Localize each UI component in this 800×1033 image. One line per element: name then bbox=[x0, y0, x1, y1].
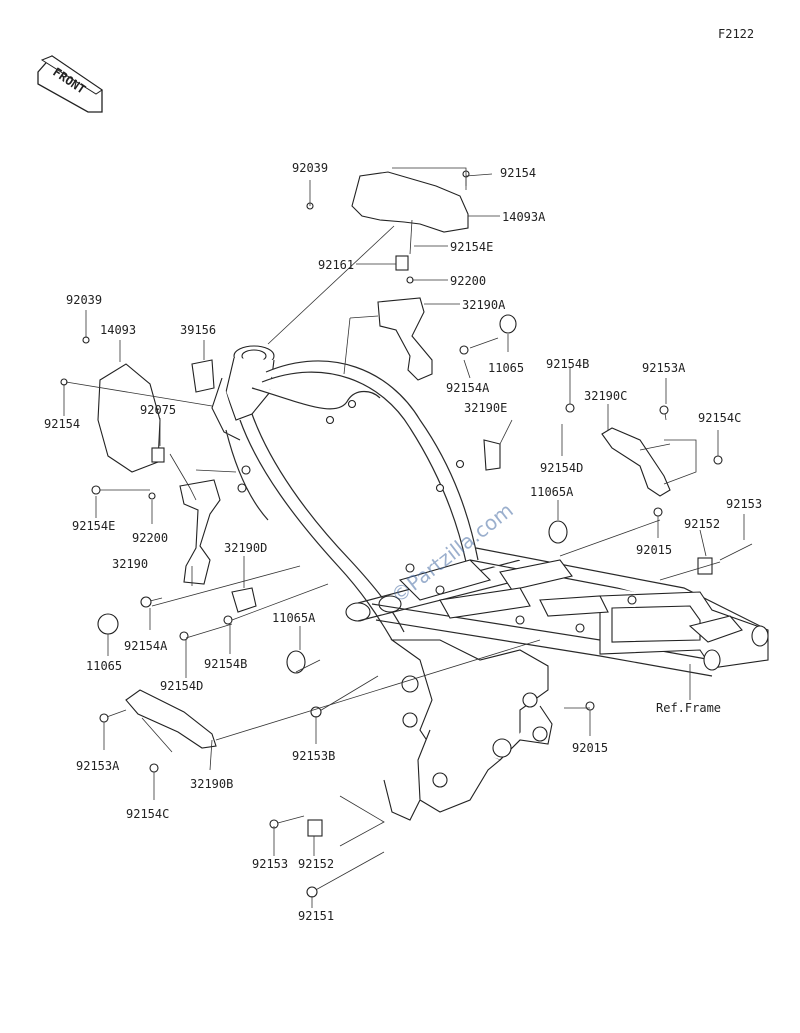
callout-92154e-left: 92154E bbox=[72, 519, 115, 533]
callout-32190d: 32190D bbox=[224, 541, 267, 555]
callout-92154d-top: 92154D bbox=[540, 461, 583, 475]
callout-92151: 92151 bbox=[298, 909, 334, 923]
callout-92153a-left: 92153A bbox=[76, 759, 120, 773]
callout-92152-lower: 92152 bbox=[298, 857, 334, 871]
callout-92154-top: 92154 bbox=[500, 166, 536, 180]
callout-11065-top: 11065 bbox=[488, 361, 524, 375]
callout-92152-right: 92152 bbox=[684, 517, 720, 531]
diagram-id: F2122 bbox=[718, 27, 754, 41]
callout-92015-lower: 92015 bbox=[572, 741, 608, 755]
callout-92154d-left: 92154D bbox=[160, 679, 203, 693]
bracket-32190d bbox=[231, 587, 257, 613]
callout-92200-left: 92200 bbox=[132, 531, 168, 545]
bracket-32190e bbox=[483, 439, 501, 471]
front-direction-arrow: FRONT bbox=[37, 55, 103, 113]
pad-39156 bbox=[191, 359, 215, 393]
cover-14093 bbox=[97, 363, 161, 473]
callout-92154b-left: 92154B bbox=[204, 657, 247, 671]
callout-92154a-top: 92154A bbox=[446, 381, 490, 395]
callout-11065a-top: 11065A bbox=[530, 485, 574, 499]
reference-frame-label: Ref.Frame bbox=[656, 701, 721, 715]
callout-14093a: 14093A bbox=[502, 210, 546, 224]
leader-lines bbox=[63, 167, 745, 908]
callout-92154-left: 92154 bbox=[44, 417, 80, 431]
callout-11065-left: 11065 bbox=[86, 659, 122, 673]
callout-92039-left: 92039 bbox=[66, 293, 102, 307]
callout-92153a-top: 92153A bbox=[642, 361, 686, 375]
collar-92152-right bbox=[697, 557, 713, 575]
collar-92161 bbox=[395, 255, 409, 271]
callout-39156: 39156 bbox=[180, 323, 216, 337]
callout-labels: 92039 92154 14093A 92154E 92161 92200 32… bbox=[44, 161, 762, 923]
grommet-11065a-upper bbox=[548, 520, 568, 544]
callout-92154a-left: 92154A bbox=[124, 639, 168, 653]
callout-92075: 92075 bbox=[140, 403, 176, 417]
bracket-32190b bbox=[125, 689, 217, 749]
callout-32190: 32190 bbox=[112, 557, 148, 571]
callout-92154b-top: 92154B bbox=[546, 357, 589, 371]
cover-14093a bbox=[351, 171, 469, 233]
callout-92153b: 92153B bbox=[292, 749, 335, 763]
callout-92154c-top: 92154C bbox=[698, 411, 741, 425]
callout-14093: 14093 bbox=[100, 323, 136, 337]
frame-assembly bbox=[211, 345, 769, 821]
spacer-92075 bbox=[151, 447, 165, 463]
callout-92039-top: 92039 bbox=[292, 161, 328, 175]
collar-92152-lower bbox=[307, 819, 323, 837]
callout-32190b: 32190B bbox=[190, 777, 233, 791]
callout-92153-lower: 92153 bbox=[252, 857, 288, 871]
callout-92153-right: 92153 bbox=[726, 497, 762, 511]
bracket-32190a bbox=[377, 297, 433, 381]
plug-11065-upper bbox=[499, 314, 517, 334]
grommet-11065a-lower bbox=[286, 650, 306, 674]
callout-32190e: 32190E bbox=[464, 401, 507, 415]
callout-11065a-left: 11065A bbox=[272, 611, 316, 625]
callout-92200-top: 92200 bbox=[450, 274, 486, 288]
callout-92015-right: 92015 bbox=[636, 543, 672, 557]
callout-92161: 92161 bbox=[318, 258, 354, 272]
callout-92154e-top: 92154E bbox=[450, 240, 493, 254]
callout-92154c-left: 92154C bbox=[126, 807, 169, 821]
callout-32190a: 32190A bbox=[462, 298, 506, 312]
plug-11065-lower bbox=[97, 613, 119, 635]
bracket-32190c bbox=[601, 427, 671, 497]
callout-32190c: 32190C bbox=[584, 389, 627, 403]
bracket-32190 bbox=[179, 479, 221, 585]
